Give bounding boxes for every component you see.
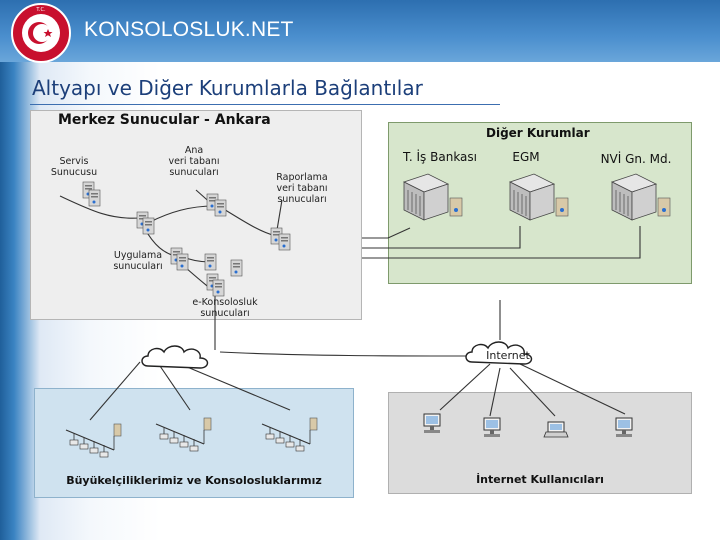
ekonsolosluk-server-icon — [206, 273, 225, 297]
isbank-server-icon — [403, 173, 463, 221]
servis-label: Servis Sunucusu — [50, 156, 98, 178]
embassy-lan-icon-1 — [65, 423, 122, 458]
wan-cloud-icon — [141, 345, 209, 369]
raporlama-server-icon — [270, 227, 291, 251]
central-servers-panel — [30, 110, 362, 320]
nvi-label: NVİ Gn. Md. — [600, 152, 672, 166]
isbank-label: T. İş Bankası — [402, 150, 477, 164]
header-bar — [0, 0, 720, 62]
embassy-lan-icon-3 — [261, 417, 318, 452]
svg-text:T.C.: T.C. — [35, 7, 46, 13]
embassies-caption: Büyükelçiliklerimiz ve Konsolosluklarımı… — [66, 474, 322, 487]
nvi-server-icon — [611, 173, 671, 221]
brand-title: KONSOLOSLUK.NET — [84, 18, 294, 41]
title-underline — [30, 104, 500, 105]
ekonsolosluk-label: e-Konsolosluk sunucuları — [192, 297, 258, 319]
app-server-icon — [136, 211, 155, 235]
central-heading: Merkez Sunucular - Ankara — [58, 112, 271, 128]
raporlama-label: Raporlama veri tabanı sunucuları — [276, 172, 328, 205]
slide-date: 10.06.2009 — [632, 518, 693, 532]
uygulama-label: Uygulama sunucuları — [113, 250, 163, 272]
user-laptop-icon — [543, 421, 569, 438]
app-server-icon-2 — [170, 247, 189, 271]
ana-db-server-icon — [206, 193, 227, 217]
internet-users-panel — [388, 392, 692, 494]
embassy-lan-icon-2 — [155, 417, 212, 452]
egm-server-icon — [509, 173, 569, 221]
user-pc-icon-2 — [483, 417, 501, 438]
ministry-seal-icon: T.C. — [11, 3, 71, 63]
servis-server-icon — [82, 181, 101, 207]
user-pc-icon-1 — [423, 413, 441, 434]
page-title: Altyapı ve Diğer Kurumlarla Bağlantılar — [32, 76, 423, 100]
ana-db-label: Ana veri tabanı sunucuları — [168, 145, 220, 178]
app-server-icon-3 — [204, 253, 243, 277]
internet-label: Internet — [486, 349, 530, 362]
other-heading: Diğer Kurumlar — [486, 126, 590, 140]
user-pc-icon-3 — [615, 417, 633, 438]
egm-label: EGM — [512, 150, 540, 164]
internet-users-caption: İnternet Kullanıcıları — [476, 473, 604, 486]
